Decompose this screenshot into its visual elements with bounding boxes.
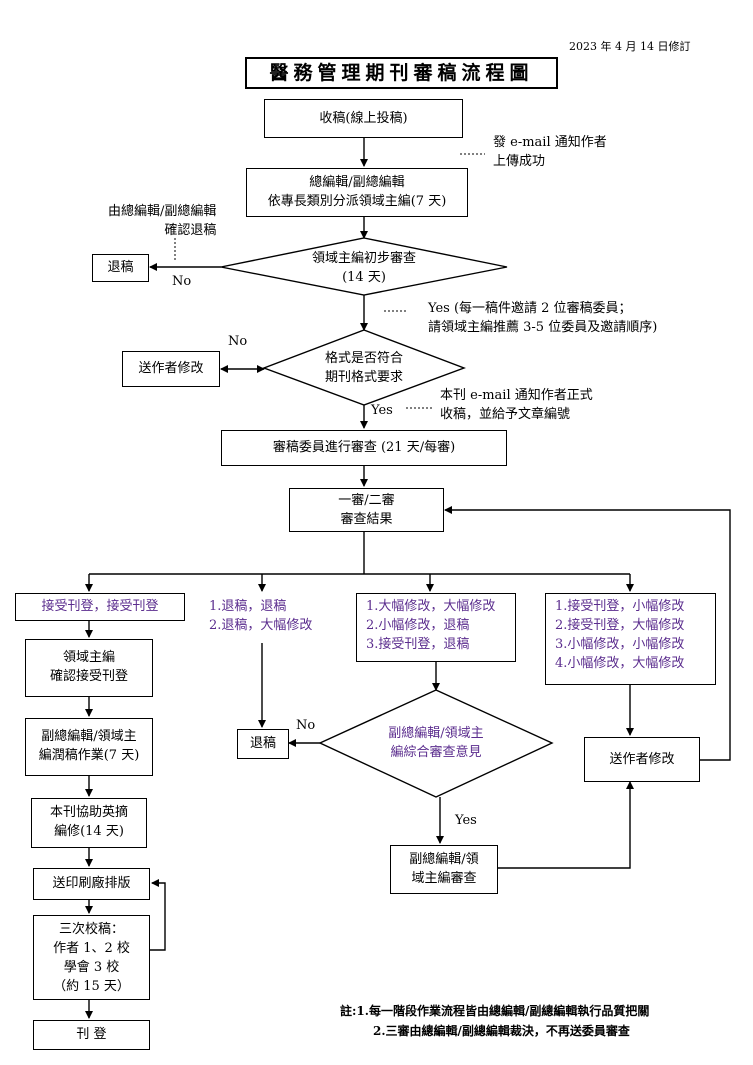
revision-date: 2023 年 4 月 14 日修訂 — [569, 40, 691, 53]
reviewers-label: 審稿委員進行審查 (21 天/每審) — [272, 440, 456, 455]
submit-node — [264, 99, 463, 138]
english-abstract-label: 本刊協助英摘 編修(14 天) — [49, 805, 128, 839]
major-group-node — [356, 593, 516, 662]
yes-format-label: Yes — [371, 403, 393, 418]
no-label-3: No — [296, 718, 316, 733]
assign-label: 總編輯/副總編輯 依專長類別分派領域主編(7 天) — [267, 175, 447, 209]
editor-confirm-label: 領域主編 確認接受刊登 — [49, 650, 128, 684]
yes-invite-note: Yes (每一稿件邀請 2 位審稿委員； 請領域主編推薦 3-5 位委員及邀請順… — [428, 301, 658, 335]
author-revise-node-2 — [584, 737, 700, 782]
accept-group-node — [15, 593, 185, 621]
reject-group-label: 1.退稿，退稿 2.退稿，大幅修改 — [209, 599, 313, 633]
initial-review-label: 領域主編初步審查 (14 天) — [311, 251, 416, 285]
minor-group-label: 1.接受刊登，小幅修改 2.接受刊登，大幅修改 3.小幅修改，小幅修改 4.小幅… — [555, 599, 685, 671]
publish-label: 刊 登 — [76, 1027, 107, 1042]
print-layout-label: 送印刷廠排版 — [52, 876, 131, 891]
copyedit-label: 副總編輯/領域主 編潤稿作業(7 天) — [38, 729, 140, 763]
assign-node — [246, 168, 468, 217]
reject-node-2 — [237, 729, 289, 759]
yes-label-3: Yes — [455, 813, 477, 828]
no-label-1: No — [172, 274, 192, 289]
editor-review-label: 副總編輯/領 域主編審查 — [409, 852, 479, 886]
format-check-label: 格式是否符合 期刊格式要求 — [324, 351, 403, 385]
footer-note-1: 註:1.每一階段作業流程皆由總編輯/副總編輯執行品質把關 — [340, 1004, 650, 1018]
synthesize-label: 副總編輯/領域主 編綜合審查意見 — [388, 726, 484, 760]
author-revise-1-label: 送作者修改 — [138, 361, 204, 376]
initial-review-diamond — [220, 237, 508, 296]
editor-confirm-node — [25, 639, 153, 697]
accept-group-label: 接受刊登，接受刊登 — [41, 599, 159, 614]
publish-node — [33, 1020, 150, 1050]
copyedit-node — [25, 718, 153, 776]
notify-upload-note: 發 e-mail 通知作者 上傳成功 — [493, 135, 607, 169]
proofread-node — [33, 915, 150, 1000]
title-box — [245, 57, 558, 89]
submit-label: 收稿(線上投稿) — [319, 111, 408, 126]
major-group-label: 1.大幅修改，大幅修改 2.小幅修改，退稿 3.接受刊登，退稿 — [366, 599, 496, 652]
page-title: 醫務管理期刊審稿流程圖 — [269, 62, 534, 84]
result-node — [289, 488, 444, 532]
reject-2-label: 退稿 — [249, 736, 276, 751]
proofread-label: 三次校稿： 作者 1、2 校 學會 3 校 （約 15 天） — [53, 922, 130, 994]
footer-note-2: 2.三審由總編輯/副總編輯裁決，不再送委員審查 — [373, 1024, 630, 1038]
print-layout-node — [33, 868, 150, 900]
editor-review-node — [390, 845, 498, 894]
notify-formal-note: 本刊 e-mail 通知作者正式 收稿，並給予文章編號 — [440, 388, 593, 422]
result-label: 一審/二審 審查結果 — [338, 493, 395, 527]
author-revise-2-label: 送作者修改 — [609, 752, 675, 767]
author-revise-node-1 — [122, 351, 220, 387]
reject-node-1 — [92, 254, 149, 282]
minor-group-node — [545, 593, 716, 685]
no-label-2: No — [228, 334, 248, 349]
reviewers-node — [221, 430, 507, 466]
reject-1-label: 退稿 — [107, 260, 134, 275]
format-check-diamond — [262, 329, 466, 406]
english-abstract-node — [31, 798, 147, 848]
synthesize-diamond — [318, 689, 554, 798]
chief-reject-note: 由總編輯/副總編輯 確認退稿 — [108, 204, 217, 238]
